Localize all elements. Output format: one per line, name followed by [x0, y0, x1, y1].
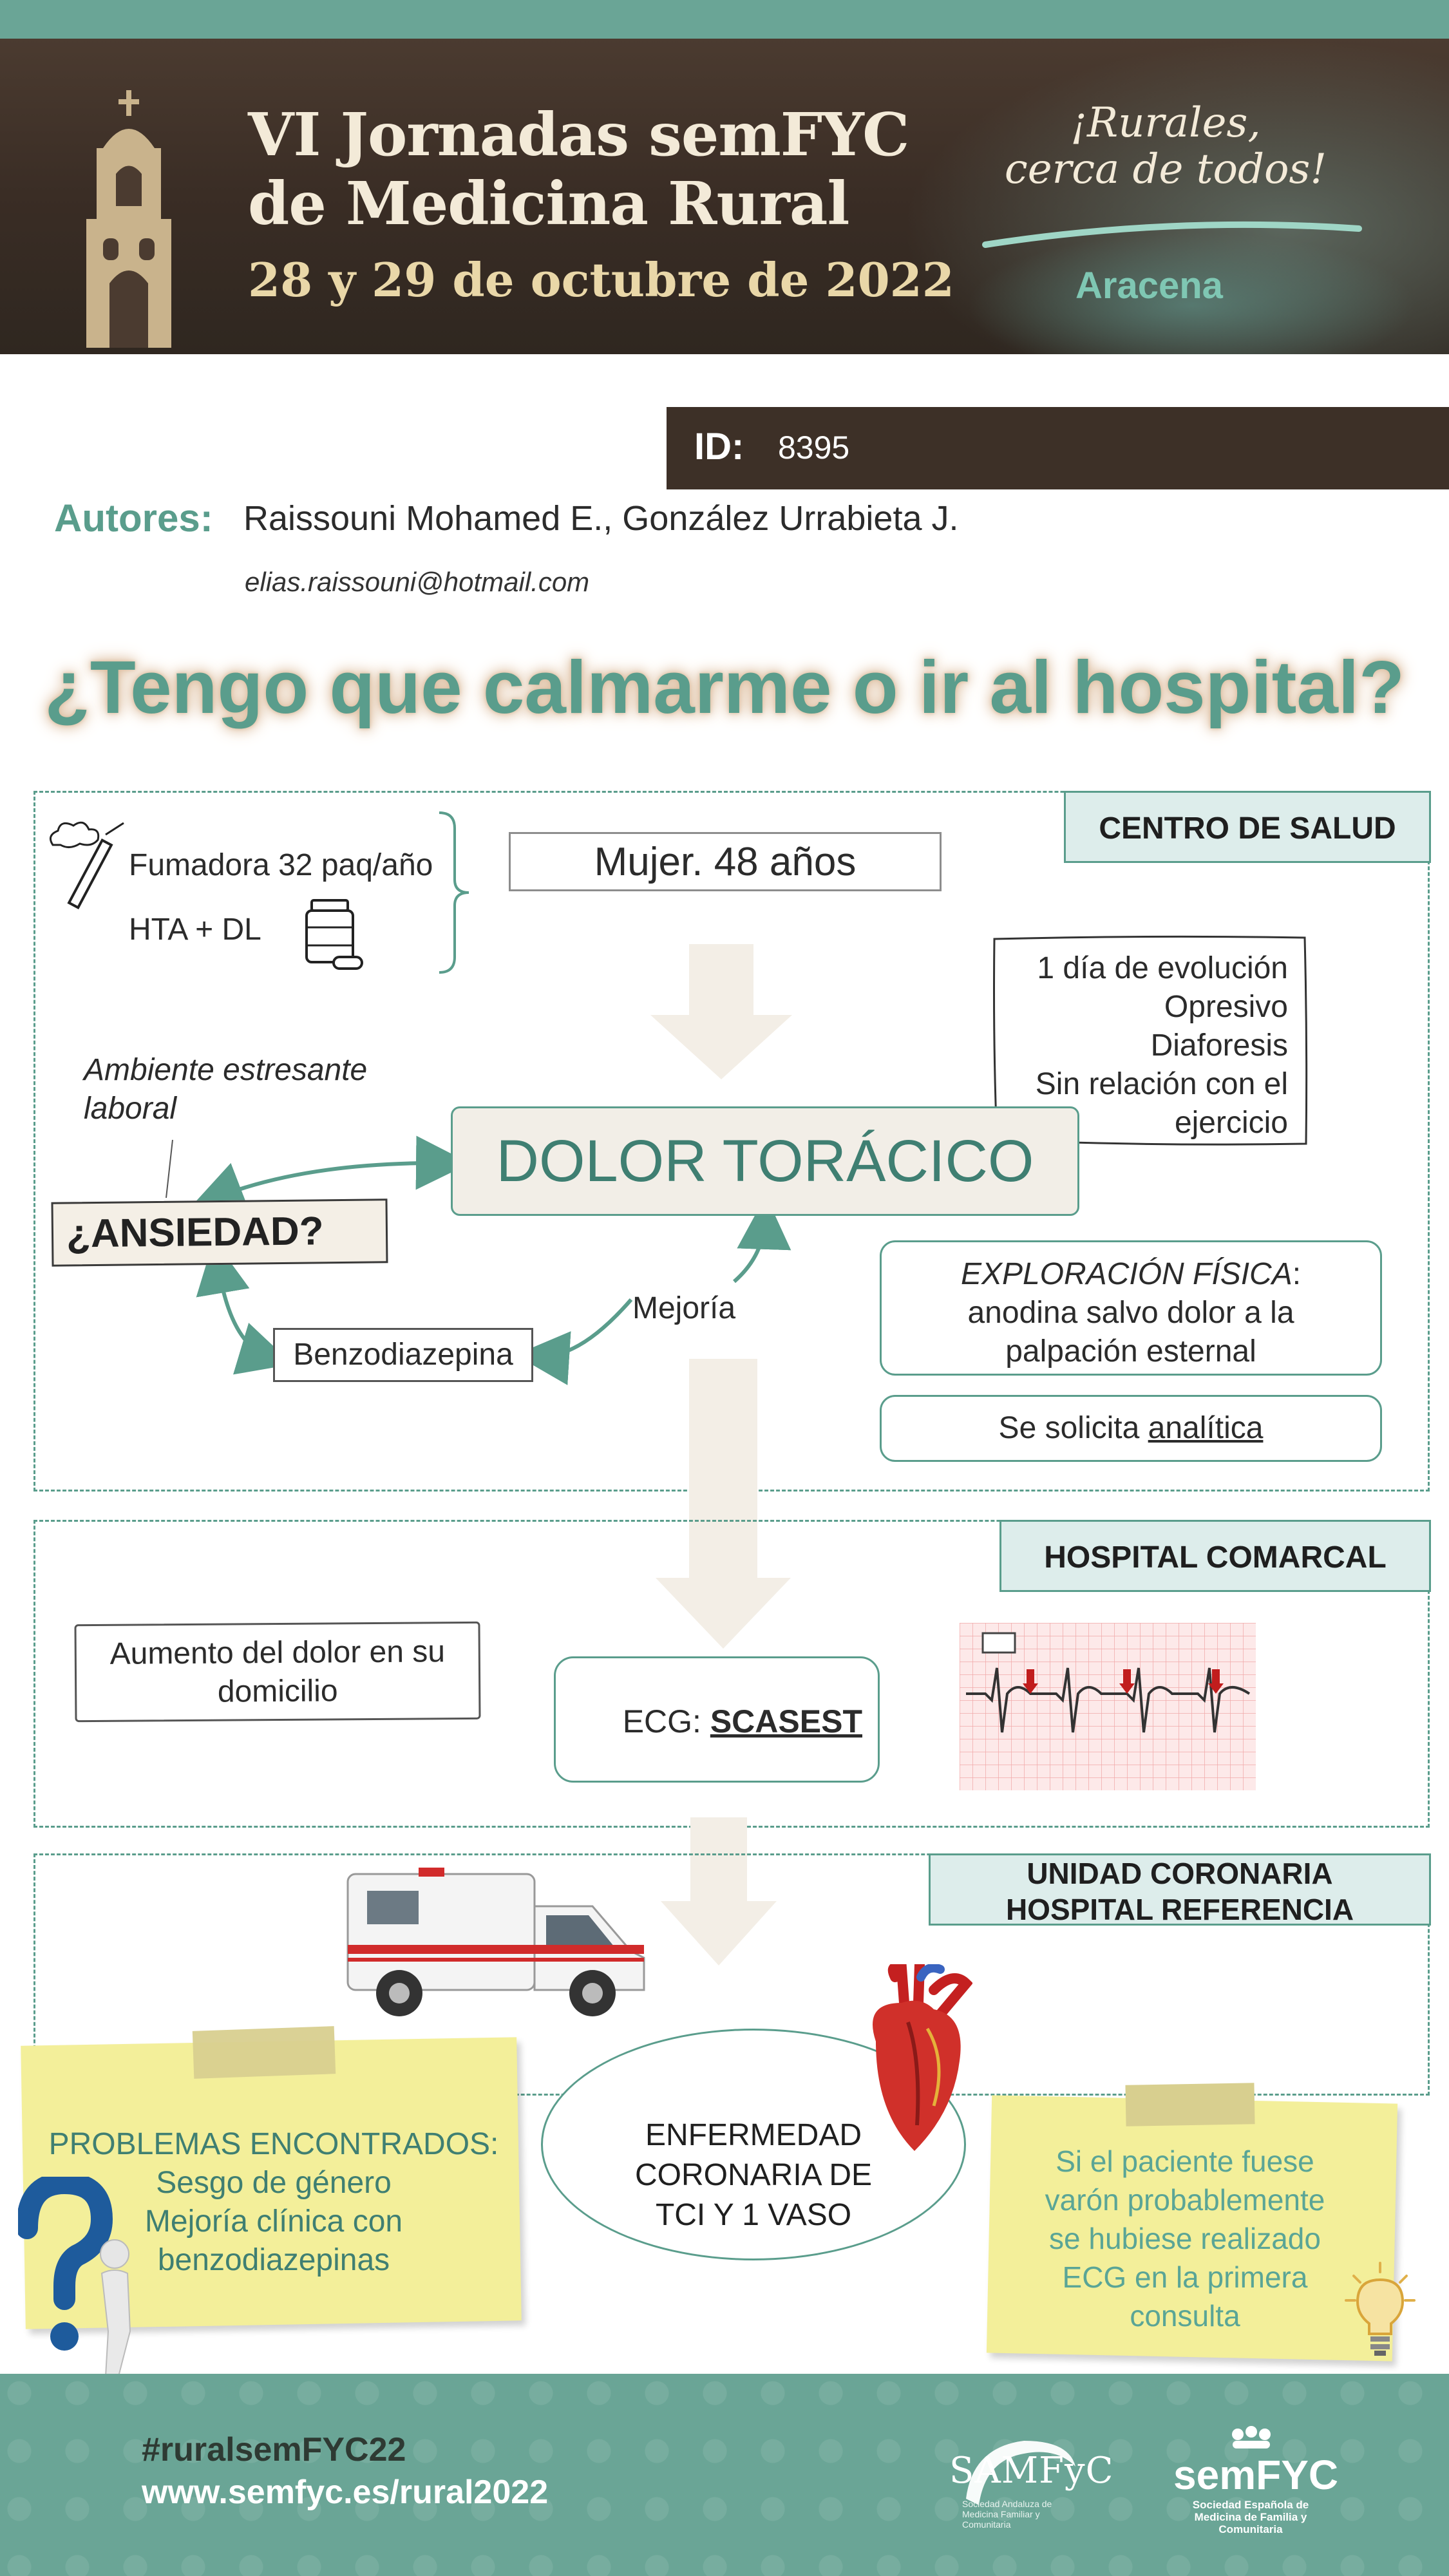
diagnosis-line3: TCI Y 1 VASO [655, 2198, 852, 2232]
exam-colon: : [1292, 1257, 1302, 1291]
banner-place: Aracena [1075, 265, 1223, 307]
section-tag-coronaria: UNIDAD CORONARIA HOSPITAL REFERENCIA [929, 1853, 1431, 1926]
symptom-line: Opresivo [1164, 990, 1288, 1024]
banner-title-line2: de Medicina Rural [248, 169, 849, 238]
lab-prefix: Se solicita [998, 1411, 1148, 1445]
heart-icon [873, 1964, 972, 2151]
id-label: ID: [694, 426, 744, 468]
footer [0, 2374, 1449, 2576]
symptom-line: 1 día de evolución [1037, 951, 1288, 985]
anxiety-box: ¿ANSIEDAD? [51, 1198, 388, 1267]
problems-line3: benzodiazepinas [157, 2243, 390, 2277]
reflection-text: Si el paciente fuese varón probablemente… [1005, 2142, 1365, 2335]
symptom-line: ejercicio [1174, 1106, 1288, 1140]
exam-line3: palpación esternal [1005, 1334, 1256, 1368]
worsening-line1: Aumento del dolor en su [109, 1634, 446, 1671]
ambulance-icon [346, 1868, 645, 2016]
smoker-history: Fumadora 32 paq/año [129, 848, 433, 882]
stress-context: Ambiente estresante laboral [84, 1051, 431, 1128]
church-bell-tower-icon [86, 90, 171, 348]
tape-decoration [1125, 2083, 1255, 2126]
ecg-strip-icon [960, 1623, 1256, 1790]
slogan-line2: cerca de todos! [1004, 146, 1327, 193]
section-tag-comarcal: HOSPITAL COMARCAL [999, 1520, 1431, 1592]
chief-complaint-box: DOLOR TORÁCICO [451, 1106, 1079, 1216]
header-banner [0, 0, 1449, 354]
tag3-line2: HOSPITAL REFERENCIA [1005, 1893, 1354, 1926]
id-bar [667, 407, 1449, 489]
lab-word: analítica [1148, 1411, 1264, 1445]
worsening-line2: domicilio [217, 1674, 338, 1709]
diagnosis-line1: ENFERMEDAD [645, 2118, 862, 2152]
reflection-line: se hubiese realizado [1049, 2222, 1321, 2255]
ecg-result: SCASEST [710, 1703, 862, 1739]
id-value: 8395 [778, 430, 850, 466]
down-arrow-icon [650, 944, 792, 1079]
reflection-line: Si el paciente fuese [1056, 2145, 1314, 2178]
symptom-line: Diaforesis [1150, 1028, 1288, 1063]
tag3-line1: UNIDAD CORONARIA [1027, 1857, 1333, 1890]
banner-slogan: ¡Rurales, cerca de todos! [992, 100, 1340, 193]
medication-bottle-icon [305, 899, 363, 970]
problems-line2: Mejoría clínica con [144, 2204, 403, 2239]
samfyc-logo-text: SAMFyC [949, 2450, 1114, 2492]
slogan-line1: ¡Rurales, [1070, 99, 1261, 147]
flow-connectors [166, 1135, 791, 1385]
reflection-line: consulta [1130, 2299, 1240, 2333]
lightbulb-icon [1345, 2262, 1416, 2356]
semfyc-people-icon [1232, 2426, 1271, 2448]
banner-title-line1: VI Jornadas semFYC [248, 100, 909, 169]
diagnosis-line2: CORONARIA DE [634, 2158, 873, 2192]
footer-website-link[interactable]: www.semfyc.es/rural2022 [142, 2474, 549, 2511]
stress-line2: laboral [84, 1092, 177, 1126]
cigarette-icon [49, 821, 124, 909]
reflection-line: varón probablemente [1045, 2183, 1325, 2217]
banner-date: 28 y 29 de octubre de 2022 [248, 252, 954, 307]
physical-exam-box: EXPLORACIÓN FÍSICA: anodina salvo dolor … [880, 1240, 1382, 1376]
footer-hashtag: #ruralsemFYC22 [142, 2431, 406, 2468]
improvement-label: Mejoría [632, 1291, 736, 1325]
tape-decoration [192, 2026, 336, 2079]
ecg-result-box: ECG: SCASEST [554, 1656, 880, 1783]
email-link[interactable]: elias.raissouni@hotmail.com [245, 567, 590, 597]
swoosh-decoration [982, 221, 1362, 248]
benzodiazepine-box: Benzodiazepina [273, 1328, 533, 1382]
symptom-note-shape [993, 935, 1308, 1146]
question-mark-figure-icon [18, 2177, 131, 2377]
lab-request-box: Se solicita analítica [880, 1395, 1382, 1462]
stress-line1: Ambiente estresante [84, 1053, 368, 1087]
bracket-decoration [439, 811, 469, 974]
problems-text: PROBLEMAS ENCONTRADOS: Sesgo de género M… [32, 2125, 515, 2280]
comorbidities: HTA + DL [129, 913, 261, 947]
semfyc-subtitle: Sociedad Española de Medicina de Familia… [1192, 2499, 1309, 2535]
symptom-details: 1 día de evolución Opresivo Diaforesis S… [990, 936, 1305, 1149]
samfyc-subtitle: Sociedad Andaluza de Medicina Familiar y… [962, 2499, 1052, 2530]
exam-title: EXPLORACIÓN FÍSICA [960, 1257, 1293, 1291]
worsening-box: Aumento del dolor en su domicilio [74, 1621, 481, 1723]
samfyc-logo-icon [966, 2441, 1075, 2505]
down-arrow-icon [661, 1817, 777, 1965]
problems-title: PROBLEMAS ENCONTRADOS: [48, 2127, 499, 2161]
ecg-prefix: ECG: [622, 1703, 710, 1739]
semfyc-logo-text: semFYC [1173, 2452, 1339, 2498]
problems-line1: Sesgo de género [156, 2166, 392, 2200]
patient-box: Mujer. 48 años [509, 832, 942, 891]
exam-line2: anodina salvo dolor a la [967, 1296, 1294, 1330]
section-tag-centro: CENTRO DE SALUD [1064, 791, 1431, 863]
diagnosis-text: ENFERMEDAD CORONARIA DE TCI Y 1 VASO [580, 2116, 927, 2235]
authors-label: Autores: [54, 497, 213, 540]
symptom-line: Sin relación con el [1035, 1067, 1288, 1101]
down-arrow-icon [656, 1359, 791, 1649]
poster-title: ¿Tengo que calmarme o ir al hospital? [44, 645, 1405, 729]
reflection-line: ECG en la primera [1062, 2260, 1308, 2294]
authors-value: Raissouni Mohamed E., González Urrabieta… [243, 499, 959, 538]
